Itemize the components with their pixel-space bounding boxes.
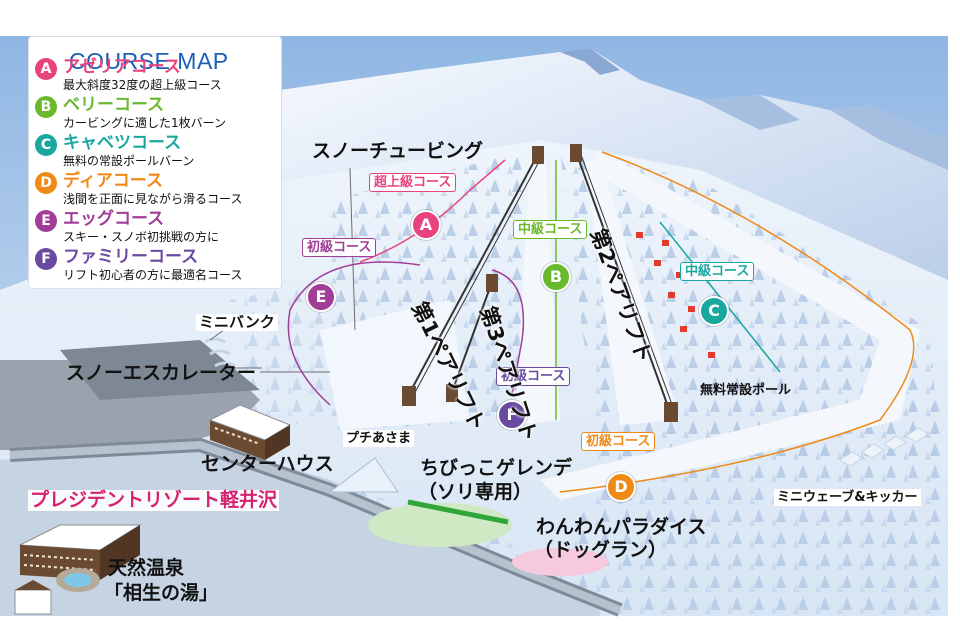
lift-1-line [402, 146, 544, 406]
legend-badge-c: C [35, 134, 57, 156]
legend-item-e: E エッグコーススキー・スノボ初挑戦の方に [35, 209, 281, 247]
chibikko-label-1: ちびっこゲレンデ [420, 457, 573, 479]
course-f-line [491, 269, 525, 396]
legend-item-b: B ベリーコースカービングに適した1枚バーン [35, 95, 281, 133]
course-e-line [287, 261, 421, 406]
petit-asama-hill [328, 457, 399, 493]
free-pole-label: 無料常設ポール [700, 383, 792, 398]
lift-2-line [570, 144, 678, 422]
legend-item-a: A アゼリアコース最大斜度32度の超上級コース [35, 57, 281, 95]
legend-badge-b: B [35, 96, 57, 118]
mini-wave-label: ミニウェーブ&キッカー [774, 489, 921, 506]
wanwan-label-2: （ドッグラン） [534, 539, 668, 561]
legend-item-d: D ディアコース浅間を正面に見ながら滑るコース [35, 171, 281, 209]
legend-badge-a: A [35, 58, 57, 80]
resort-name-label: プレジデントリゾート軽井沢 [28, 489, 280, 511]
course-a-marker[interactable]: A [411, 210, 441, 240]
legend-badge-e: E [35, 210, 57, 232]
course-d-marker[interactable]: D [606, 472, 636, 502]
course-e-marker[interactable]: E [306, 282, 336, 312]
lift-3-line [446, 274, 498, 402]
sled-conveyor [407, 499, 509, 525]
legend-course-name: ファミリーコース [63, 247, 199, 267]
onsen-pool [56, 568, 100, 592]
legend-item-c: C キャベツコース無料の常設ポールバーン [35, 133, 281, 171]
chibikko-label-2: （ソリ専用） [418, 481, 533, 503]
mini-wave-course [839, 427, 929, 467]
legend-title: COURSE MAP [69, 48, 229, 74]
course-a-level-tag: 超上級コース [369, 173, 457, 192]
course-b-level-tag: 中級コース [513, 220, 588, 239]
slalom-poles [636, 232, 715, 358]
wanwan-label-1: わんわんパラダイス [536, 516, 707, 538]
course-legend: COURSE MAP A アゼリアコース最大斜度32度の超上級コース B ベリーコース… [28, 36, 282, 289]
course-e-level-tag: 初級コース [302, 238, 377, 257]
course-c-level-tag: 中級コース [680, 262, 755, 281]
legend-badge-d: D [35, 172, 57, 194]
legend-item-f: F ファミリーコースリフト初心者の方に最適名コース [35, 247, 281, 285]
legend-course-desc: 浅間を正面に見ながら滑るコース [63, 192, 243, 206]
legend-course-name: キャベツコース [63, 133, 182, 153]
legend-course-desc: スキー・スノボ初挑戦の方に [63, 230, 220, 244]
course-f-marker[interactable]: F [497, 400, 527, 430]
course-b-marker[interactable]: B [541, 262, 571, 292]
legend-course-name: エッグコース [63, 209, 165, 229]
legend-course-desc: カービングに適した1枚バーン [63, 116, 227, 130]
legend-course-name: ベリーコース [63, 95, 165, 115]
legend-course-desc: リフト初心者の方に最適名コース [63, 268, 243, 282]
legend-badge-f: F [35, 248, 57, 270]
snow-tubing-label: スノーチュービング [312, 140, 484, 162]
mini-bank-label: ミニバンク [196, 314, 278, 331]
legend-course-desc: 最大斜度32度の超上級コース [63, 78, 222, 92]
center-house-label: センターハウス [201, 453, 334, 475]
dog-run-area [512, 548, 608, 576]
legend-course-name: アゼリアコース [63, 57, 181, 77]
course-f-level-tag: 初級コース [496, 367, 571, 386]
snow-escalator-label: スノーエスカレーター [66, 362, 257, 384]
onsen-label-1: 天然温泉 [108, 557, 185, 579]
course-d-line [559, 151, 915, 493]
petit-asama-label: プチあさま [343, 430, 415, 447]
course-c-marker[interactable]: C [699, 296, 729, 326]
course-d-level-tag: 初級コース [581, 432, 656, 451]
onsen-label-2: 「相生の湯」 [104, 582, 219, 604]
legend-course-name: ディアコース [63, 171, 163, 191]
legend-course-desc: 無料の常設ポールバーン [63, 154, 195, 168]
center-house-building [208, 404, 292, 460]
